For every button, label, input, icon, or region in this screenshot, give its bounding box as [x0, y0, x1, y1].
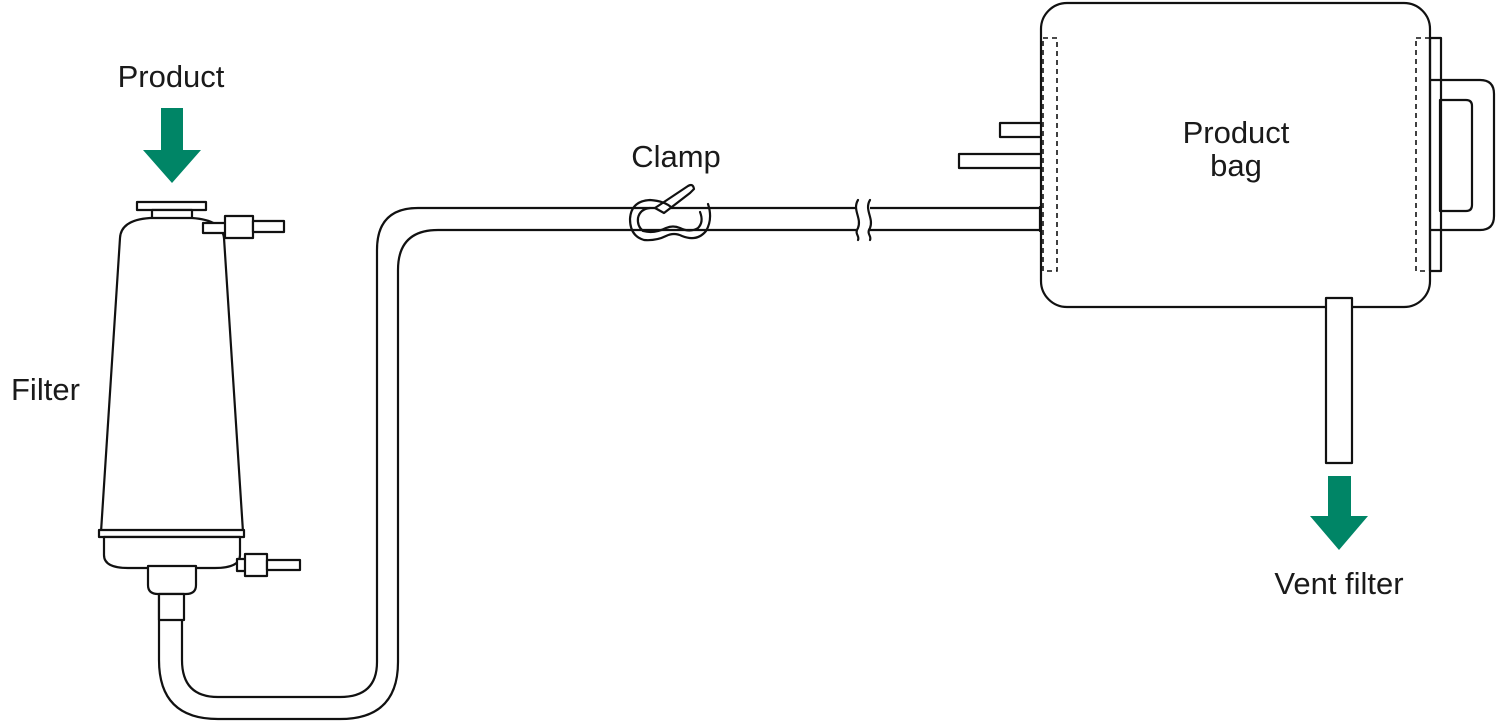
tube-break-mark-right: [866, 198, 873, 242]
tube-inner-wall: [180, 206, 1052, 699]
filter-bottom-bowl: [102, 535, 242, 570]
filter-bottom-port-tip: [265, 558, 302, 572]
bag-right-rail: [1428, 36, 1443, 273]
filter-outlet: [157, 592, 186, 622]
bag-port-upper: [998, 121, 1045, 139]
filter-outlet-neck: [146, 564, 198, 596]
vent-outlet-arrow: [1310, 476, 1368, 550]
tube-outer-wall: [157, 228, 1052, 721]
filter-top-port-stem: [201, 221, 229, 235]
clamp-label: Clamp: [631, 139, 721, 174]
bag-port-lower: [957, 152, 1045, 170]
product-label: Product: [118, 59, 225, 94]
filter-label: Filter: [11, 372, 80, 407]
filter-top-port-tip: [251, 219, 286, 234]
tubing: [157, 198, 1054, 721]
vent-filter-label: Vent filter: [1274, 566, 1403, 601]
product-bag: [957, 1, 1496, 465]
filter-top-port: [223, 214, 255, 240]
product-bag-label-line2: bag: [1210, 148, 1262, 183]
bag-left-seam: [1042, 37, 1058, 272]
filter-body: [99, 216, 245, 534]
clamp-lever: [653, 183, 696, 215]
filter-bottom-port: [243, 552, 269, 578]
clamp-inner: [636, 206, 703, 234]
filter-top-cap: [135, 200, 208, 212]
bag-handle: [1424, 78, 1496, 232]
bag-vent-tube: [1324, 296, 1354, 465]
bag-handle-hole: [1438, 98, 1474, 213]
product-inlet-arrow: [143, 108, 201, 183]
clamp: [628, 183, 712, 242]
tube-break-mark-left: [854, 198, 861, 242]
clamp-body: [628, 198, 712, 242]
product-bag-label-line1: Product: [1183, 115, 1290, 150]
tube-break-gap: [856, 200, 870, 238]
filter: [97, 200, 302, 622]
